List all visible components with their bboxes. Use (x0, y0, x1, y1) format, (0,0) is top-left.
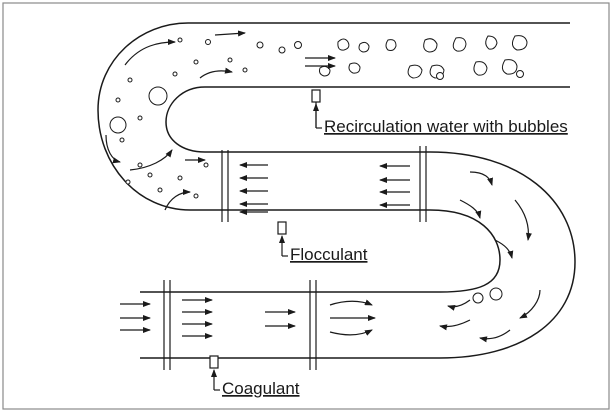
upper-outer-wall (97, 22, 570, 211)
partitions (163, 146, 427, 370)
coagulant-dosing-point (209, 355, 220, 391)
channel-walls (97, 22, 576, 359)
flocculant-dosing-point (277, 221, 288, 257)
coagulant-label: Coagulant (222, 379, 300, 398)
flow-arrows-lower (120, 297, 376, 339)
flow-arrows-middle (239, 162, 410, 215)
flocculant-label: Flocculant (290, 245, 368, 264)
recirculation-dosing-point (311, 89, 322, 129)
recirculation-label: Recirculation water with bubbles (324, 117, 568, 136)
right-bend-outer (140, 151, 576, 359)
flow-arrows-bend (439, 171, 541, 343)
flow-arrows-upper (105, 30, 336, 211)
upper-inner-wall (165, 86, 570, 153)
right-bend-inner (140, 209, 501, 293)
flocs (109, 35, 528, 304)
